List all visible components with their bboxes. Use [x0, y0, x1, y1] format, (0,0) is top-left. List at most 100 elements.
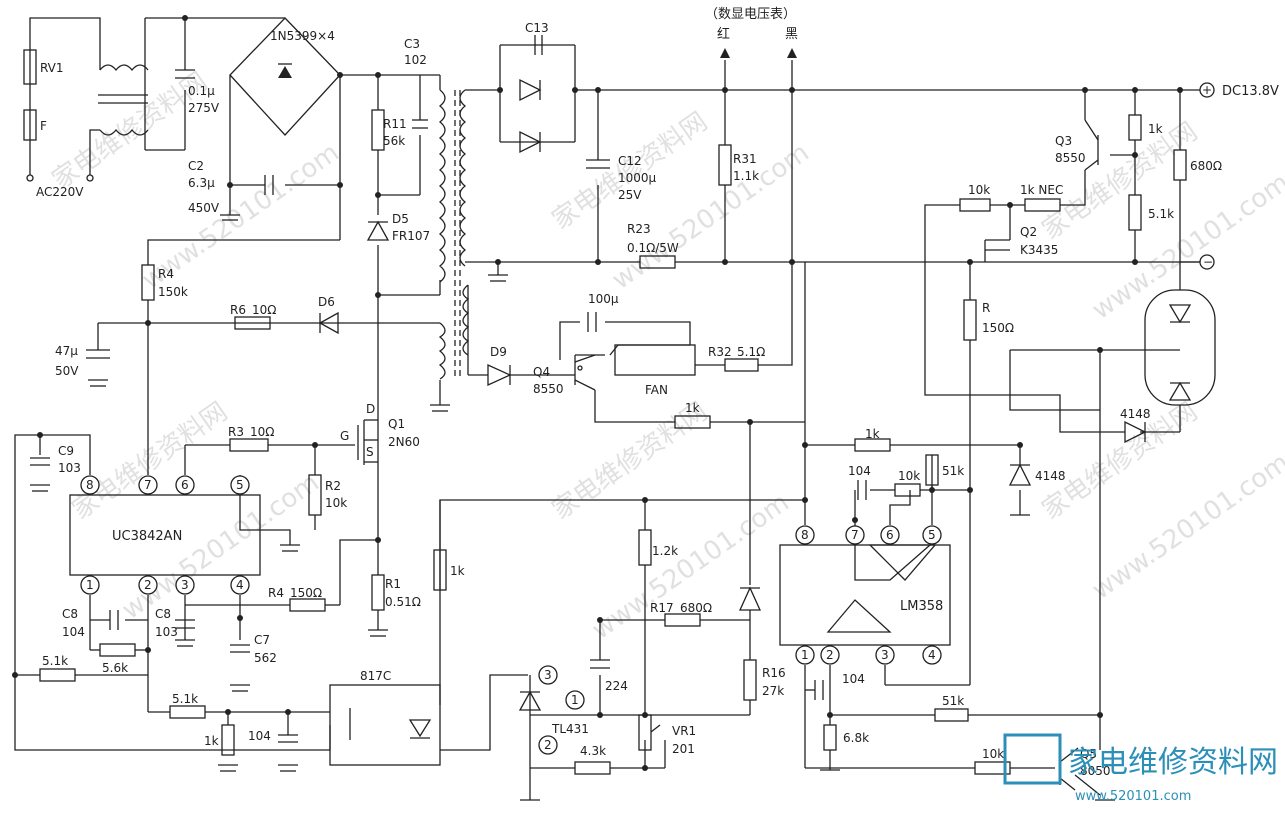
label-d4148b: 4148: [1035, 469, 1066, 483]
label-r31: R31: [733, 152, 757, 166]
label-c3-value: 102: [404, 53, 427, 67]
resistor-r4: [141, 264, 155, 301]
label-c47: 47μ: [55, 344, 78, 358]
label-d5-value: FR107: [392, 229, 430, 243]
rectifier-diode: [519, 78, 542, 102]
label-r43: 4.3k: [580, 744, 606, 758]
pin-label: 5: [236, 478, 244, 492]
label-c2-value: 6.3μ: [188, 176, 215, 190]
label-r1k-d: 1k: [1148, 122, 1163, 136]
label-c1: 0.1μ: [188, 84, 215, 98]
label-c100: 100μ: [588, 292, 619, 306]
pin-label: 6: [181, 478, 189, 492]
label-c224: 224: [605, 679, 628, 693]
transistor-q4: [577, 365, 583, 371]
watermark-text: 家电维修资料网: [67, 397, 233, 526]
watermark-text: www.520101.com: [587, 488, 795, 646]
label-c7: C7: [254, 633, 270, 647]
pin-label: 4: [236, 578, 244, 592]
diode-d6: [318, 311, 339, 335]
label-c12-value: 1000μ: [618, 171, 657, 185]
label-d9: D9: [490, 345, 507, 359]
label-r51a: 5.1k: [42, 654, 68, 668]
pin-label: 6: [886, 528, 894, 542]
resistor-r6: [234, 316, 271, 330]
resistor-r4b: [289, 598, 326, 612]
components: + −: [12, 15, 1216, 801]
label-fuse: F: [40, 119, 47, 133]
label-r10k-c: 10k: [982, 747, 1004, 761]
brand-url: www.520101.com: [1075, 789, 1191, 804]
label-rv1: RV1: [40, 61, 64, 75]
label-c12: C12: [618, 154, 642, 168]
label-d5: D5: [392, 212, 409, 226]
label-r31-value: 1.1k: [733, 169, 759, 183]
label-r1k-nec: 1k NEC: [1020, 183, 1063, 197]
pin-label: 1: [86, 578, 94, 592]
label-vr1-value: 201: [672, 742, 695, 756]
label-q3: Q3: [1055, 134, 1072, 148]
label-c12-voltage: 25V: [618, 188, 642, 202]
label-vr1: VR1: [672, 724, 696, 738]
label-r1k-e: 1k: [865, 427, 880, 441]
label-r16-value: 27k: [762, 684, 784, 698]
wiring: [14, 17, 1200, 800]
label-r51k-a: 51k: [942, 464, 964, 478]
varistor-rv1: [23, 49, 37, 85]
label-r32: R32: [708, 345, 732, 359]
label-c1-voltage: 275V: [188, 101, 220, 115]
label-q3-value: 8550: [1055, 151, 1086, 165]
diode-d5: [366, 220, 390, 241]
label-q1: Q1: [388, 417, 405, 431]
label-r4-value: 150k: [158, 285, 188, 299]
brand-name: 家电维修资料网: [1068, 745, 1278, 780]
label-q4-value: 8550: [533, 382, 564, 396]
pin-label: 2: [544, 738, 552, 752]
arrow-up-icon: [787, 48, 797, 58]
label-ac-input: AC220V: [36, 185, 84, 199]
resistor-r1: [371, 574, 385, 611]
label-c8b-value: 103: [155, 625, 178, 639]
choke-winding: [99, 64, 149, 72]
pin-label: 3: [544, 668, 552, 682]
pin-label: 1: [571, 693, 579, 707]
label-bridge: 1N5399×4: [270, 29, 335, 43]
label-r1-value: 0.51Ω: [385, 595, 421, 609]
label-q5: Q5: [1080, 747, 1097, 761]
label-drain: D: [366, 402, 375, 416]
label-c2-voltage: 450V: [188, 201, 220, 215]
rectifier-diode: [519, 130, 542, 154]
label-c8a: C8: [62, 607, 78, 621]
label-d4148a: 4148: [1120, 407, 1151, 421]
label-q1-value: 2N60: [388, 435, 420, 449]
label-r1k-c: 1k: [685, 401, 700, 415]
label-r680: 680Ω: [1190, 159, 1222, 173]
label-r51b: 5.1k: [172, 692, 198, 706]
arrow-up-icon: [720, 48, 730, 58]
watermark-layer: 家电维修资料网 www.520101.com 家电维修资料网 www.52010…: [47, 67, 1285, 646]
pin-label: 8: [801, 528, 809, 542]
ac-terminal: [26, 174, 34, 182]
label-c47-voltage: 50V: [55, 364, 79, 378]
component-labels: （数显电压表） 红 黑 RV1 F AC220V 0.1μ 275V 1N539…: [36, 7, 1279, 778]
label-r23-value: 0.1Ω/5W: [627, 241, 679, 255]
ic-uc3842: [69, 494, 261, 576]
label-q2: Q2: [1020, 225, 1037, 239]
pin-label: 8: [86, 478, 94, 492]
transformer-primary: [438, 89, 446, 283]
label-c7-value: 562: [254, 651, 277, 665]
label-gate: G: [340, 429, 349, 443]
label-d6: D6: [318, 295, 335, 309]
led-module: [1144, 289, 1216, 406]
transformer-fan-winding: [462, 284, 470, 356]
label-r1k-b: 1k: [450, 564, 465, 578]
terminal-plus-glyph: +: [1202, 83, 1212, 97]
label-c9: C9: [58, 444, 74, 458]
pin-label: 2: [144, 578, 152, 592]
pin-label: 2: [826, 648, 834, 662]
brand-logo-icon: [1003, 733, 1062, 785]
label-r3-value: 10Ω: [250, 425, 274, 439]
label-uc3842: UC3842AN: [112, 529, 182, 544]
output-positive-terminal: [1199, 82, 1215, 98]
